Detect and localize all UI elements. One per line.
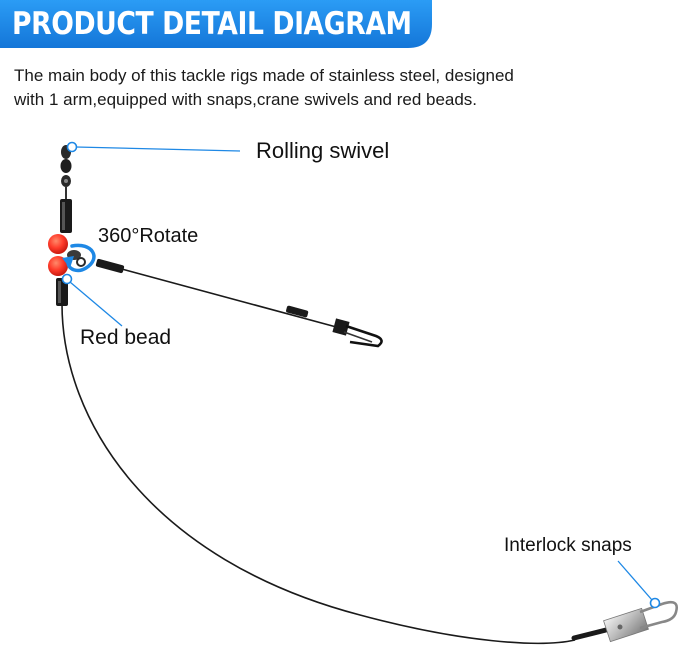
label-rotate: 360°Rotate (98, 225, 199, 247)
crimp-sleeve-upper (60, 199, 72, 233)
description-line-2: with 1 arm,equipped with snaps,crane swi… (14, 90, 478, 109)
label-red-bead: Red bead (80, 326, 172, 349)
callout-red-bead (61, 273, 123, 327)
arm-wire (117, 267, 341, 329)
red-bead-icon (48, 256, 68, 276)
interlock-snap-icon (571, 600, 678, 643)
rolling-swivel-icon (60, 145, 72, 200)
arm-crimp-sleeve-2 (286, 305, 309, 318)
label-interlock-snaps: Interlock snaps (504, 535, 632, 556)
diagram-title: PRODUCT DETAIL DIAGRAM (12, 6, 412, 42)
callout-rolling-swivel (66, 141, 241, 153)
title-banner (0, 0, 432, 48)
arm-snap-icon (332, 318, 383, 348)
arm-crimp-sleeve-1 (95, 258, 125, 274)
red-bead-icon (48, 234, 68, 254)
label-rolling-swivel: Rolling swivel (256, 138, 390, 163)
main-wire (61, 303, 576, 645)
rotate-arrow-icon (62, 243, 96, 273)
product-description: The main body of this tackle rigs made o… (14, 64, 664, 112)
callout-interlock-snaps (617, 560, 661, 609)
description-line-1: The main body of this tackle rigs made o… (14, 66, 514, 85)
